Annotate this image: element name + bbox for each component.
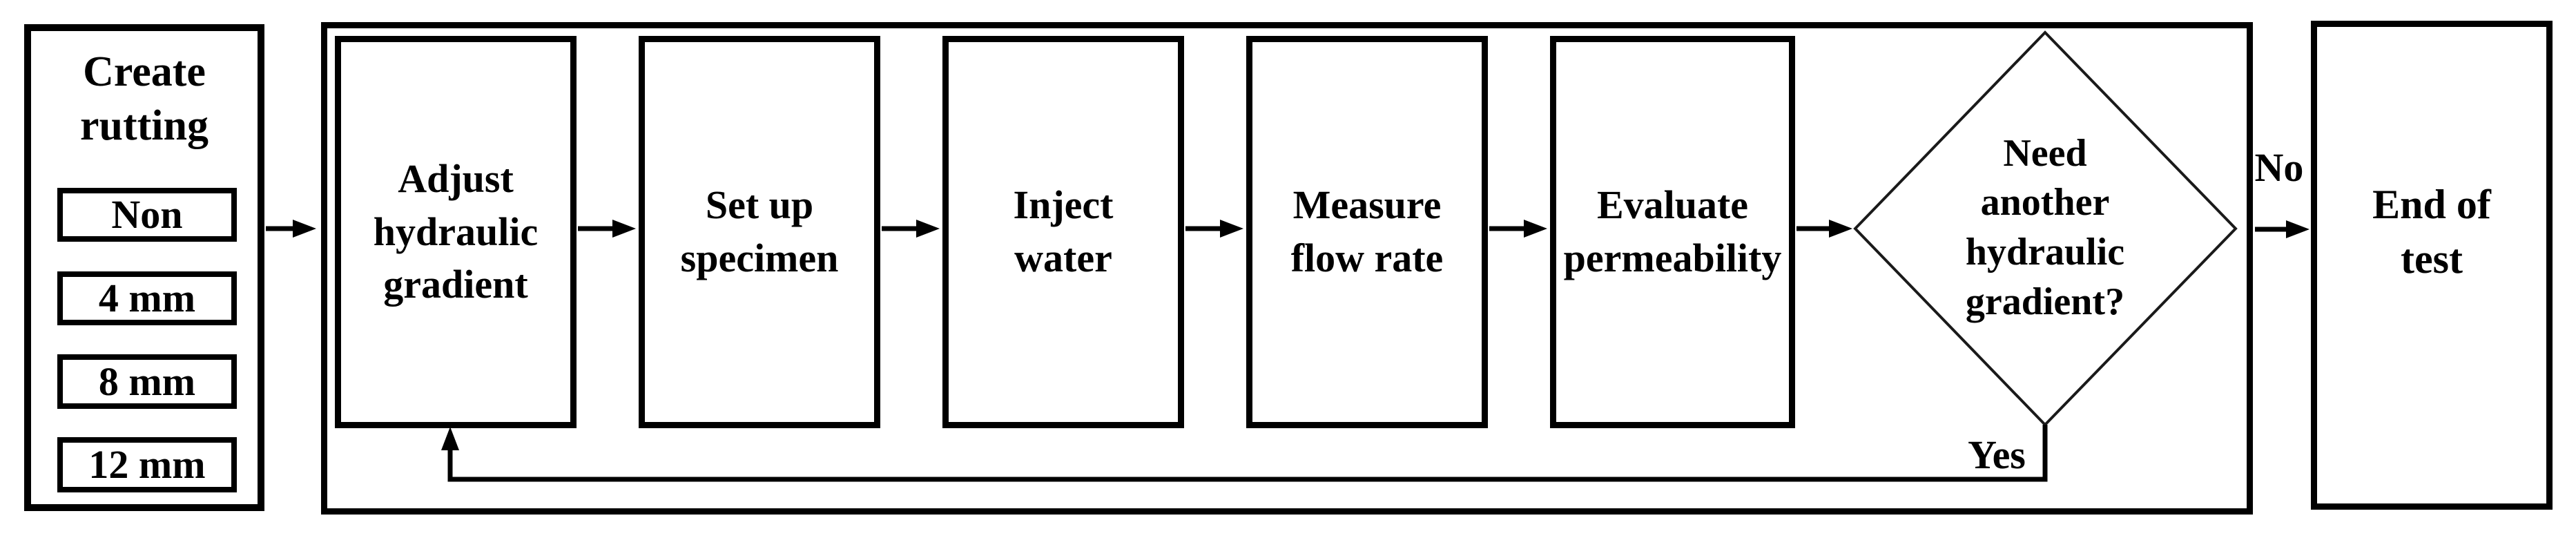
step-measure-flow-rate: Measure flow rate (1246, 36, 1488, 428)
step-set-up-specimen: Set up specimen (639, 36, 880, 428)
step-adjust-hydraulic-gradient: Adjust hydraulic gradient (335, 36, 577, 428)
rutting-option-non: Non (57, 188, 237, 242)
create-rutting-panel (24, 24, 264, 511)
no-edge-label: No (2254, 144, 2304, 190)
arrow-no-to-end (2255, 220, 2309, 238)
rutting-option-12mm: 12 mm (57, 437, 237, 492)
rutting-panel-title: Create rutting (80, 48, 209, 149)
rutting-option-4mm: 4 mm (57, 271, 237, 325)
step-inject-water: Inject water (942, 36, 1184, 428)
step-evaluate-permeability: Evaluate permeability (1550, 36, 1795, 428)
yes-edge-label: Yes (1968, 432, 2026, 477)
rutting-option-8mm: 8 mm (57, 354, 237, 409)
arrow-rutting-to-container (266, 220, 316, 238)
end-of-test-box (2311, 21, 2553, 510)
end-of-test-label: End of test (2372, 181, 2491, 282)
decision-need-another-gradient: Need another hydraulic gradient? (1965, 131, 2125, 323)
